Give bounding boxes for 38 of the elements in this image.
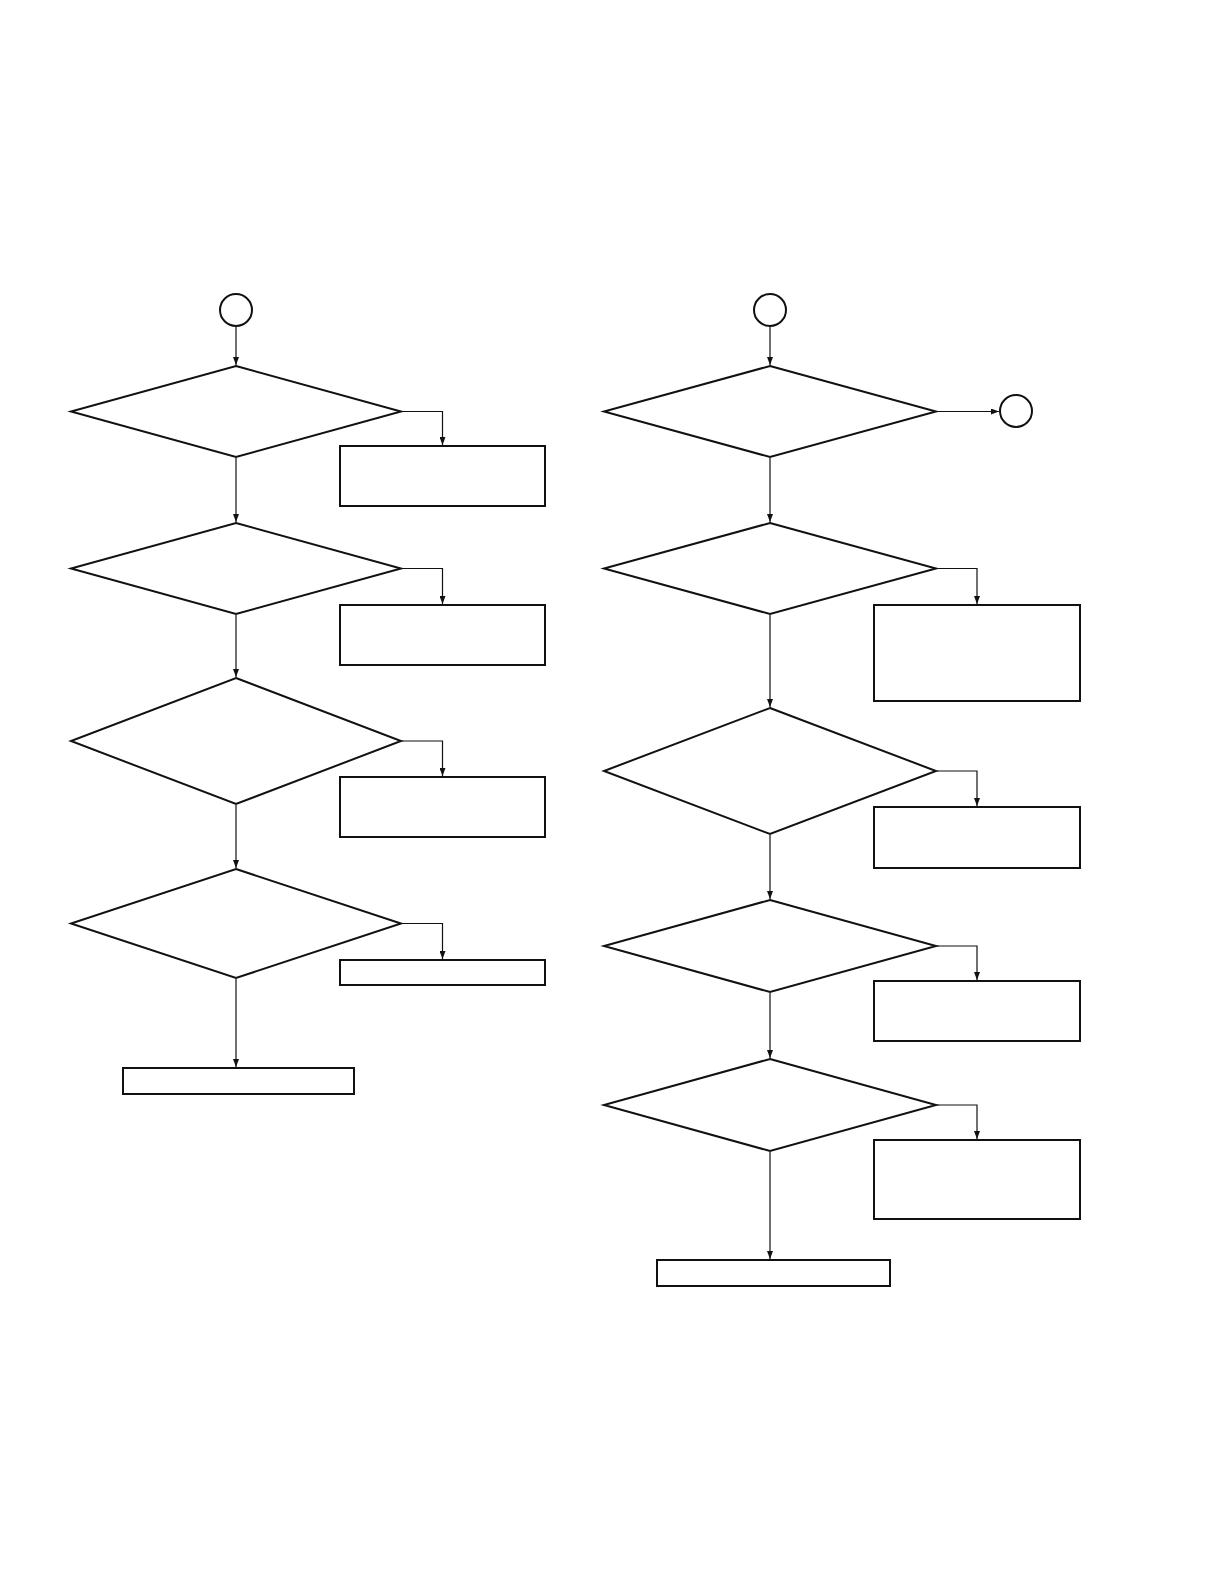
arrow — [233, 804, 239, 869]
arrow — [233, 326, 239, 366]
decision-diamond — [603, 522, 937, 615]
arrow — [767, 614, 773, 708]
arrow — [767, 834, 773, 900]
process-box — [339, 604, 546, 666]
arrow — [401, 922, 446, 960]
connector-circle — [219, 293, 253, 327]
process-box — [122, 1067, 355, 1095]
arrow — [767, 457, 773, 523]
decision-diamond — [70, 677, 402, 805]
arrow — [936, 945, 980, 981]
process-box — [873, 980, 1081, 1042]
arrow — [233, 457, 239, 523]
connector-circle — [753, 293, 787, 327]
arrow — [233, 978, 239, 1068]
process-box — [339, 776, 546, 838]
decision-diamond — [603, 365, 937, 458]
process-box — [339, 445, 546, 507]
decision-diamond — [70, 522, 402, 615]
decision-diamond — [70, 365, 402, 458]
process-box — [339, 959, 546, 986]
decision-diamond — [603, 899, 937, 993]
arrow — [767, 326, 773, 366]
process-box — [873, 806, 1081, 869]
arrow — [936, 1104, 980, 1140]
arrow — [936, 770, 980, 807]
process-box — [873, 604, 1081, 702]
decision-diamond — [603, 1058, 937, 1152]
connector-circle — [999, 394, 1033, 428]
process-box — [873, 1139, 1081, 1220]
arrow — [767, 1151, 773, 1260]
decision-diamond — [70, 868, 402, 979]
arrow — [401, 740, 446, 777]
decision-diamond — [603, 707, 937, 835]
arrow — [233, 614, 239, 678]
process-box — [656, 1259, 891, 1287]
arrow — [767, 992, 773, 1059]
